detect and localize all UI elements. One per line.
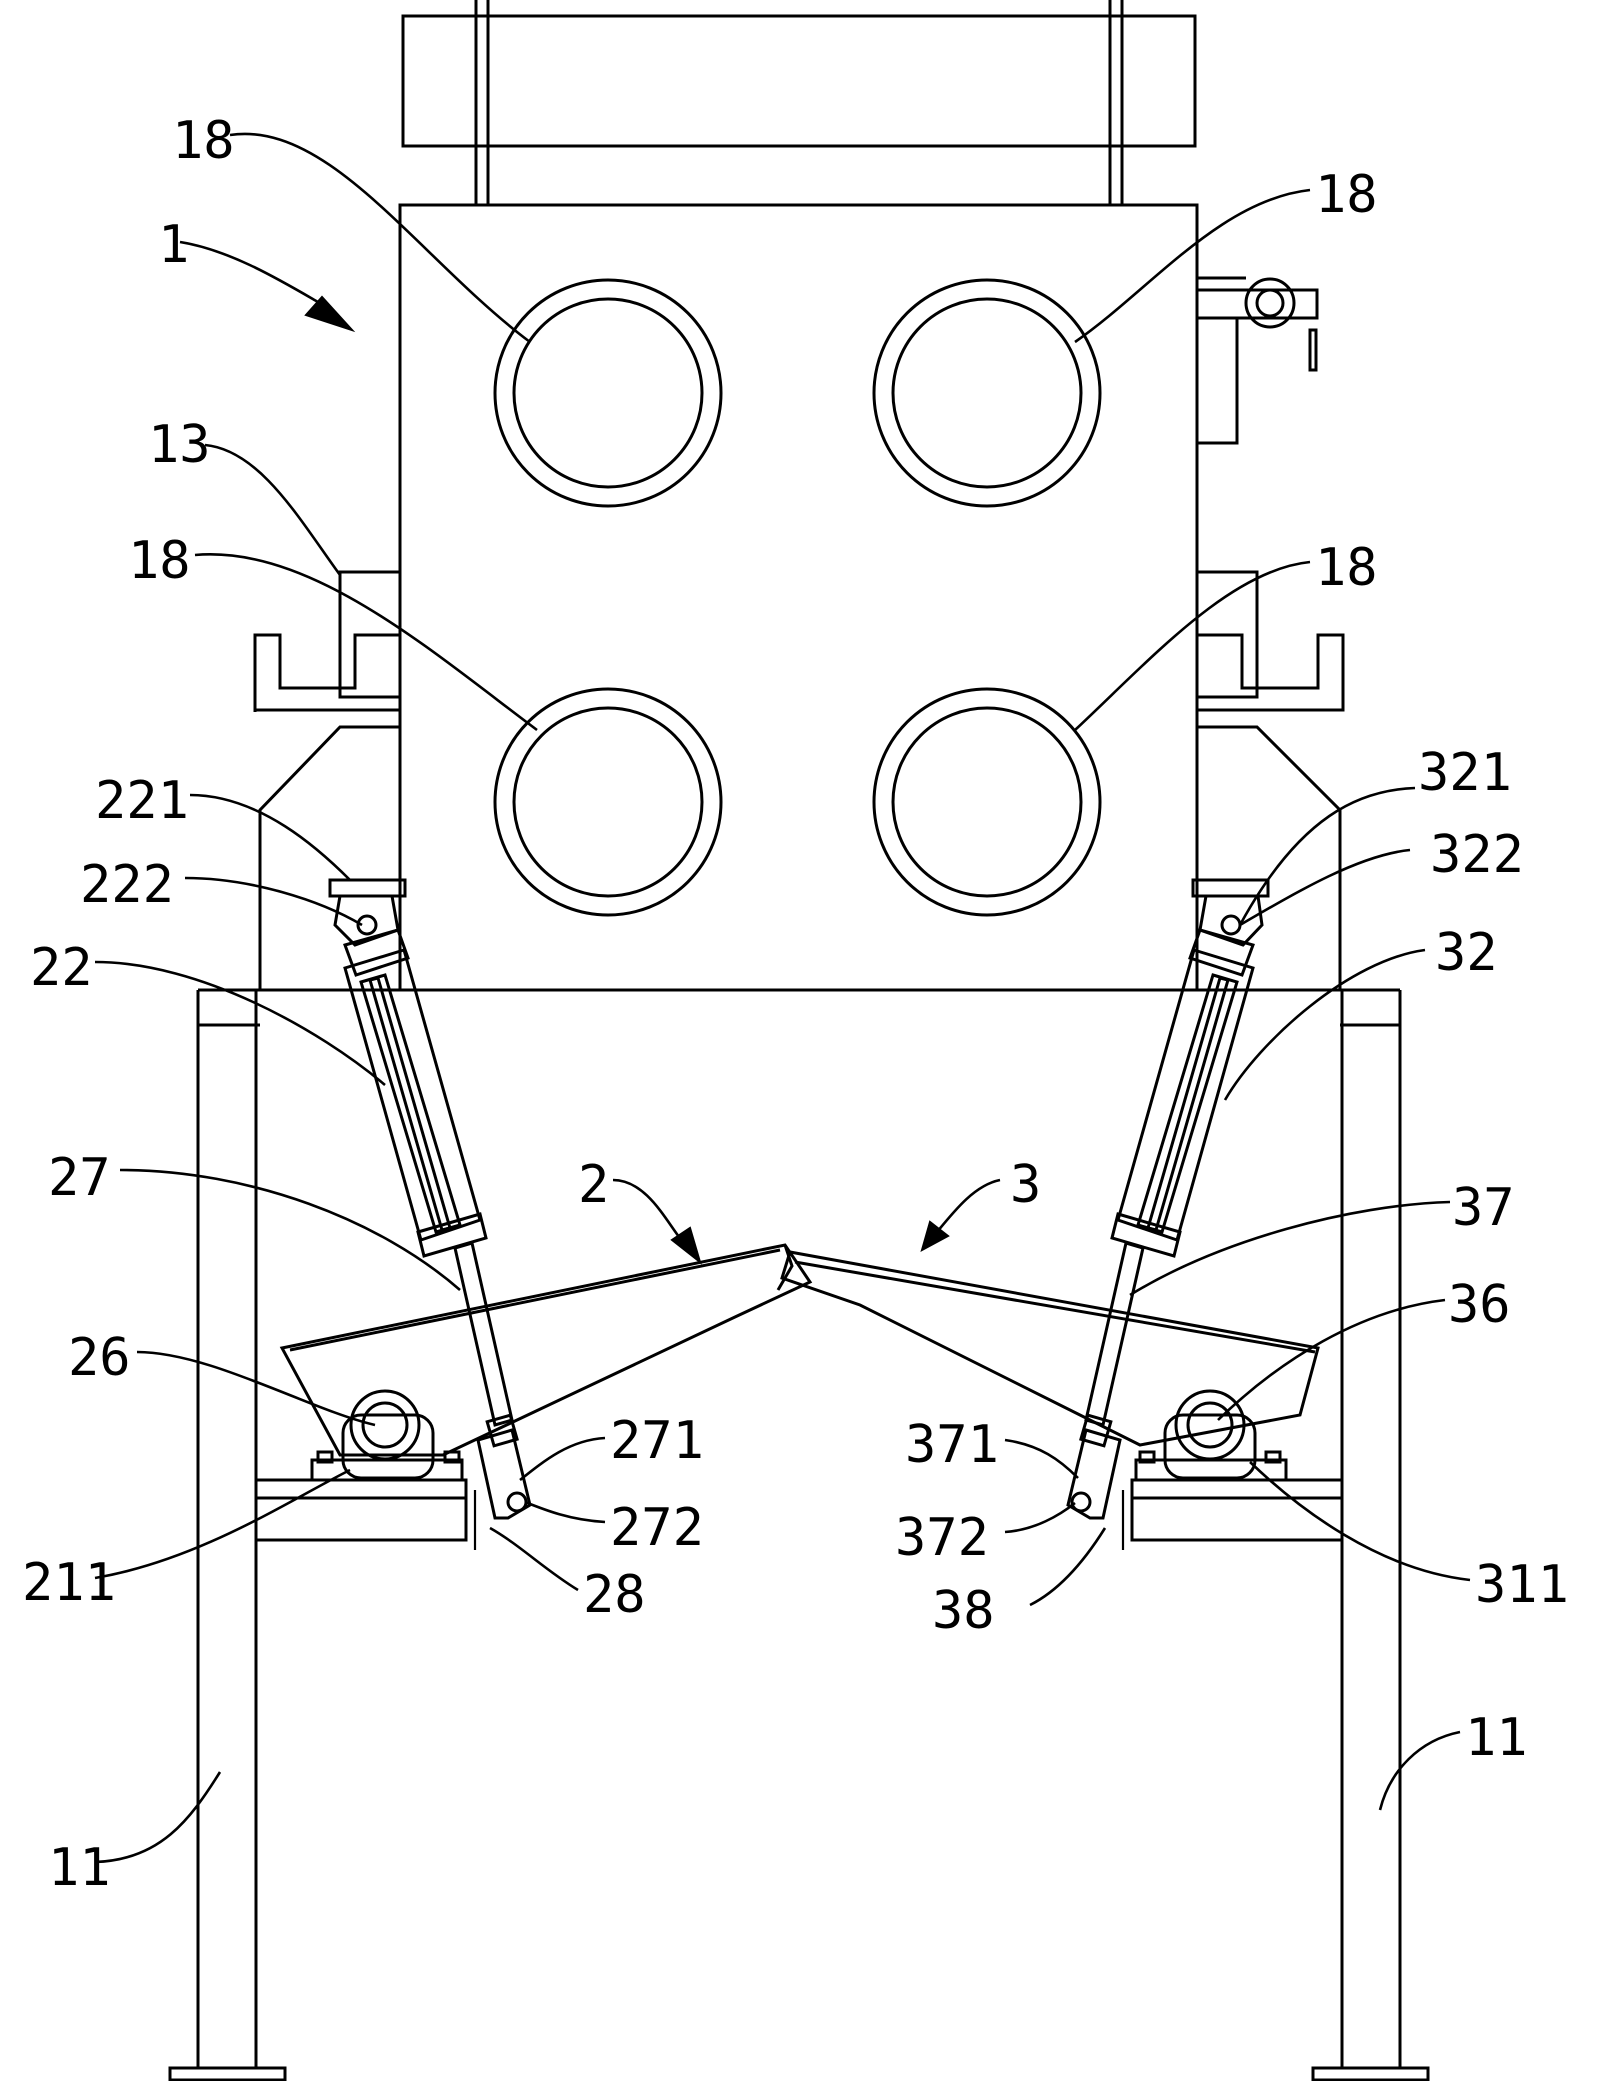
label-22: 22 <box>30 938 93 998</box>
label-222: 222 <box>80 855 174 915</box>
label-3: 3 <box>1010 1155 1041 1215</box>
right-flap <box>780 1250 1320 1447</box>
left-flap <box>279 1243 813 1457</box>
label-211: 211 <box>22 1553 116 1613</box>
label-37: 37 <box>1452 1178 1515 1238</box>
port-top-left <box>493 278 723 508</box>
reference-labels: 1 18 18 13 18 18 221 222 22 27 2 3 26 27… <box>22 111 1569 1898</box>
left-bracket <box>253 570 402 990</box>
label-11-right: 11 <box>1465 1708 1528 1768</box>
right-bracket <box>1195 570 1345 990</box>
label-272: 272 <box>610 1498 704 1558</box>
label-36: 36 <box>1448 1275 1511 1335</box>
right-cylinder <box>1066 878 1270 1520</box>
label-221: 221 <box>95 771 189 831</box>
label-18-mid-left: 18 <box>128 531 191 591</box>
label-371: 371 <box>905 1415 999 1475</box>
label-18-top-right: 18 <box>1315 165 1378 225</box>
side-fitting <box>1195 276 1319 445</box>
right-bearing <box>1134 1389 1288 1482</box>
port-bottom-right <box>872 687 1102 917</box>
label-38: 38 <box>932 1581 995 1641</box>
top-box <box>401 0 1197 205</box>
label-13: 13 <box>148 415 211 475</box>
label-311: 311 <box>1475 1555 1569 1615</box>
label-372: 372 <box>895 1508 989 1568</box>
left-mount-plate <box>254 1478 477 1550</box>
label-322: 322 <box>1430 825 1524 885</box>
label-271: 271 <box>610 1411 704 1471</box>
label-18-top-left: 18 <box>172 111 235 171</box>
port-bottom-left <box>493 687 723 917</box>
label-1: 1 <box>158 215 189 275</box>
leader-lines <box>94 132 1471 1864</box>
label-321: 321 <box>1418 743 1512 803</box>
frame <box>168 988 1430 2081</box>
label-11-left: 11 <box>48 1838 111 1898</box>
label-28: 28 <box>583 1565 646 1625</box>
label-18-mid-right: 18 <box>1315 538 1378 598</box>
port-top-right <box>872 278 1102 508</box>
right-mount-plate <box>1121 1478 1344 1550</box>
left-cylinder <box>328 878 532 1520</box>
label-2: 2 <box>578 1155 609 1215</box>
left-bearing <box>310 1389 464 1482</box>
label-26: 26 <box>68 1328 131 1388</box>
label-27: 27 <box>48 1148 111 1208</box>
label-32: 32 <box>1435 923 1498 983</box>
